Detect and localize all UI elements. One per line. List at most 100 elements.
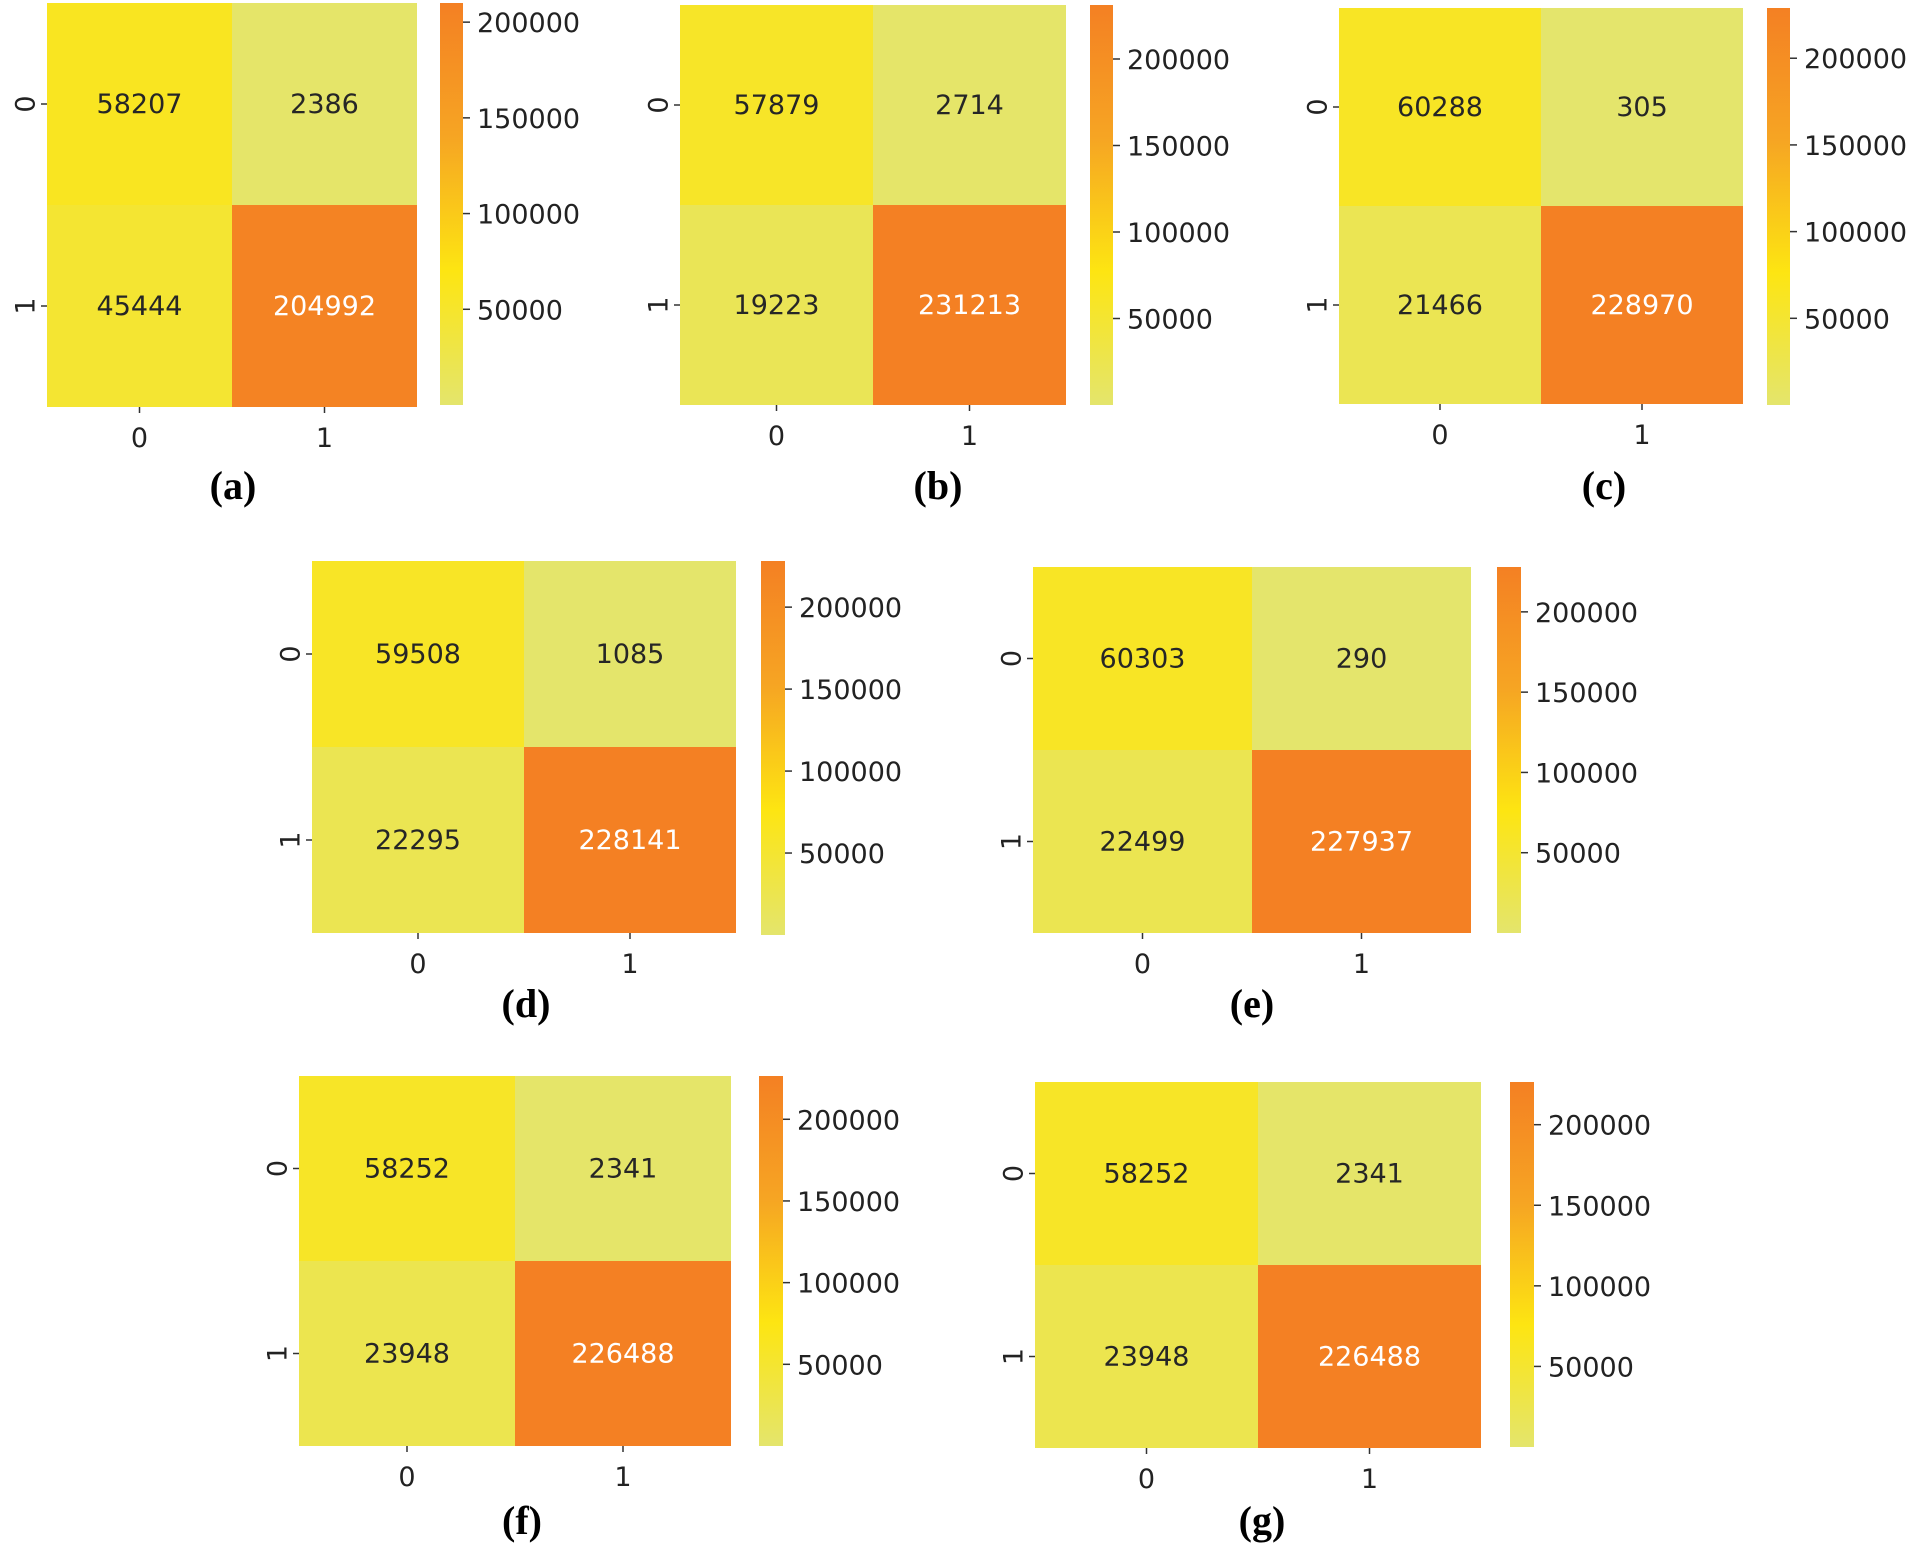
colorbar-tick-label-g-2: 150000 (1548, 1191, 1651, 1222)
caption-e: (e) (1229, 981, 1275, 1026)
colorbar-tick-label-f-2: 150000 (797, 1187, 900, 1218)
colorbar-tick-label-b-2: 150000 (1127, 131, 1230, 162)
colorbar-tick-label-d-3: 200000 (799, 593, 902, 624)
y-tick-label-d-1: 1 (275, 831, 306, 848)
y-tick-label-a-0: 0 (10, 95, 41, 112)
cell-label-f-0-0: 58252 (364, 1154, 450, 1185)
colorbar-tick-label-a-2: 150000 (477, 104, 580, 135)
heatmap-cell-g-0-0 (1035, 1082, 1258, 1265)
heatmap-cell-b-1-0 (680, 205, 873, 405)
heatmap-cell-f-1-1 (515, 1261, 731, 1446)
cell-label-a-1-1: 204992 (273, 291, 376, 322)
y-tick-label-e-0: 0 (996, 650, 1027, 667)
colorbar-tick-label-b-3: 200000 (1127, 45, 1230, 76)
colorbar-tick-label-f-1: 100000 (797, 1269, 900, 1300)
colorbar-tick-label-c-1: 100000 (1804, 218, 1907, 249)
colorbar-tick-label-g-1: 100000 (1548, 1272, 1651, 1303)
heatmap-cell-f-0-1 (515, 1076, 731, 1261)
heatmap-cell-c-1-1 (1541, 206, 1743, 404)
colorbar-tick-label-d-0: 50000 (799, 839, 885, 870)
heatmap-cell-g-0-1 (1258, 1082, 1481, 1265)
colorbar-a (440, 3, 463, 405)
heatmap-cell-b-0-1 (873, 5, 1066, 205)
heatmap-cell-b-1-1 (873, 205, 1066, 405)
y-tick-label-g-1: 1 (998, 1348, 1029, 1365)
x-tick-label-d-0: 0 (409, 949, 426, 980)
cell-label-e-1-0: 22499 (1100, 827, 1186, 858)
y-tick-label-b-0: 0 (643, 96, 674, 113)
heatmap-cell-d-0-1 (524, 561, 736, 747)
heatmap-cell-b-0-0 (680, 5, 873, 205)
x-tick-label-b-0: 0 (768, 421, 785, 452)
colorbar-tick-label-d-1: 100000 (799, 757, 902, 788)
y-tick-label-a-1: 1 (10, 297, 41, 314)
cell-label-f-1-0: 23948 (364, 1339, 450, 1370)
x-tick-label-d-1: 1 (621, 949, 638, 980)
colorbar-tick-label-f-0: 50000 (797, 1350, 883, 1381)
cell-label-g-0-1: 2341 (1335, 1159, 1404, 1190)
colorbar-b (1090, 5, 1113, 405)
x-tick-label-e-1: 1 (1353, 949, 1370, 980)
cell-label-b-0-0: 57879 (734, 90, 820, 121)
heatmap-cell-d-1-0 (312, 747, 524, 933)
x-tick-label-f-0: 0 (398, 1462, 415, 1493)
y-tick-label-d-0: 0 (275, 645, 306, 662)
colorbar-tick-label-e-3: 200000 (1535, 598, 1638, 629)
cell-label-f-0-1: 2341 (589, 1154, 658, 1185)
colorbar-tick-label-a-0: 50000 (477, 295, 563, 326)
colorbar-e (1497, 567, 1521, 933)
cell-label-b-0-1: 2714 (935, 90, 1004, 121)
y-tick-label-g-0: 0 (998, 1165, 1029, 1182)
heatmap-cell-d-1-1 (524, 747, 736, 933)
heatmap-cell-c-1-0 (1339, 206, 1541, 404)
colorbar-tick-label-g-0: 50000 (1548, 1352, 1634, 1383)
colorbar-tick-label-b-0: 50000 (1127, 304, 1213, 335)
cell-label-c-1-0: 21466 (1397, 290, 1483, 321)
cell-label-b-1-1: 231213 (918, 290, 1021, 321)
cell-label-b-1-0: 19223 (734, 290, 820, 321)
x-tick-label-e-0: 0 (1134, 949, 1151, 980)
caption-d: (d) (501, 981, 551, 1026)
x-tick-label-g-1: 1 (1361, 1464, 1378, 1495)
x-tick-label-b-1: 1 (961, 421, 978, 452)
heatmap-cell-e-0-1 (1252, 567, 1471, 750)
colorbar-tick-label-d-2: 150000 (799, 675, 902, 706)
colorbar-tick-label-b-1: 100000 (1127, 218, 1230, 249)
cell-label-e-1-1: 227937 (1310, 827, 1413, 858)
cell-label-c-0-1: 305 (1616, 92, 1668, 123)
heatmap-cell-f-0-0 (299, 1076, 515, 1261)
cell-label-a-1-0: 45444 (97, 291, 183, 322)
heatmap-cell-a-1-1 (232, 205, 417, 407)
colorbar-c (1767, 8, 1790, 405)
heatmap-cell-a-0-1 (232, 3, 417, 205)
cell-label-a-0-1: 2386 (290, 89, 359, 120)
colorbar-tick-label-c-2: 150000 (1804, 131, 1907, 162)
x-tick-label-g-0: 0 (1138, 1464, 1155, 1495)
colorbar-tick-label-e-1: 100000 (1535, 758, 1638, 789)
colorbar-f (759, 1076, 783, 1446)
x-tick-label-a-0: 0 (131, 423, 148, 454)
caption-c: (c) (1581, 463, 1627, 508)
colorbar-tick-label-c-3: 200000 (1804, 44, 1907, 75)
cell-label-a-0-0: 58207 (97, 89, 183, 120)
heatmap-cell-f-1-0 (299, 1261, 515, 1446)
colorbar-tick-label-e-2: 150000 (1535, 678, 1638, 709)
x-tick-label-a-1: 1 (316, 423, 333, 454)
colorbar-tick-label-g-3: 200000 (1548, 1111, 1651, 1142)
cell-label-g-0-0: 58252 (1104, 1159, 1190, 1190)
colorbar-tick-label-f-3: 200000 (797, 1105, 900, 1136)
x-tick-label-f-1: 1 (614, 1462, 631, 1493)
y-tick-label-f-1: 1 (262, 1345, 293, 1362)
cell-label-f-1-1: 226488 (571, 1339, 674, 1370)
x-tick-label-c-1: 1 (1633, 420, 1650, 451)
colorbar-tick-label-a-1: 100000 (477, 200, 580, 231)
